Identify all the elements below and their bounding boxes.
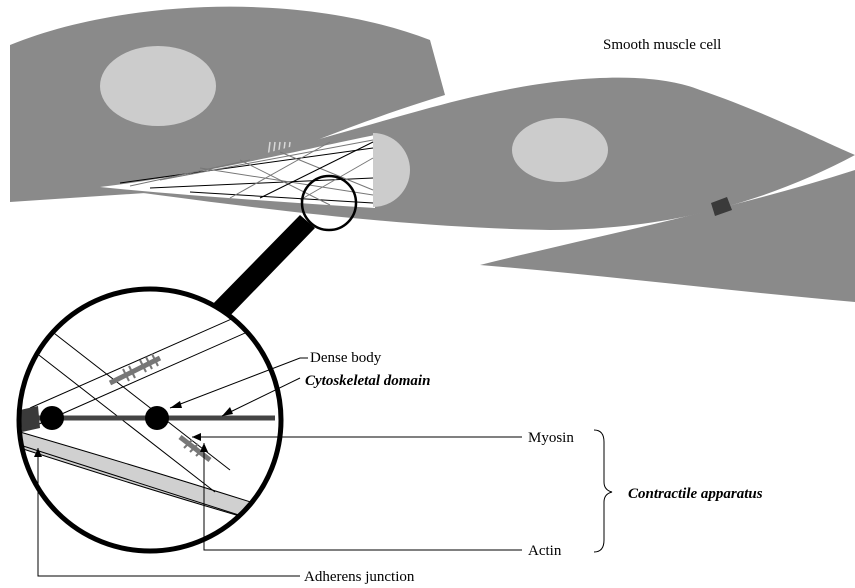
upper-left-nucleus xyxy=(100,46,216,126)
dense-body-left xyxy=(40,406,64,430)
central-nucleus xyxy=(512,118,608,182)
adherens-junction-plaque xyxy=(20,406,40,432)
myosin-label: Myosin xyxy=(528,430,574,446)
cytoskeletal-domain-label: Cytoskeletal domain xyxy=(305,373,430,389)
contractile-apparatus-label: Contractile apparatus xyxy=(628,486,763,502)
zoom-view xyxy=(0,280,300,560)
contractile-brace xyxy=(594,430,612,552)
actin-label: Actin xyxy=(528,543,562,559)
dense-body-right xyxy=(145,406,169,430)
title-label: Smooth muscle cell xyxy=(603,37,721,53)
adherens-junction-label: Adherens junction xyxy=(304,569,415,585)
dense-body-label: Dense body xyxy=(310,350,382,366)
